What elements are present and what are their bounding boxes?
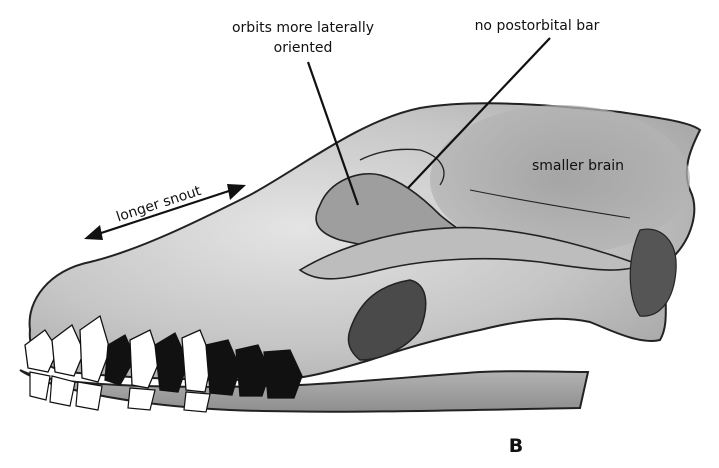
label-postorbital: no postorbital bar xyxy=(475,18,600,34)
label-orbits-line2: oriented xyxy=(274,40,333,56)
label-orbits-line1: orbits more laterally xyxy=(232,20,374,36)
occipital-region xyxy=(630,229,676,316)
panel-letter: B xyxy=(509,435,523,457)
label-brain: smaller brain xyxy=(532,158,624,174)
